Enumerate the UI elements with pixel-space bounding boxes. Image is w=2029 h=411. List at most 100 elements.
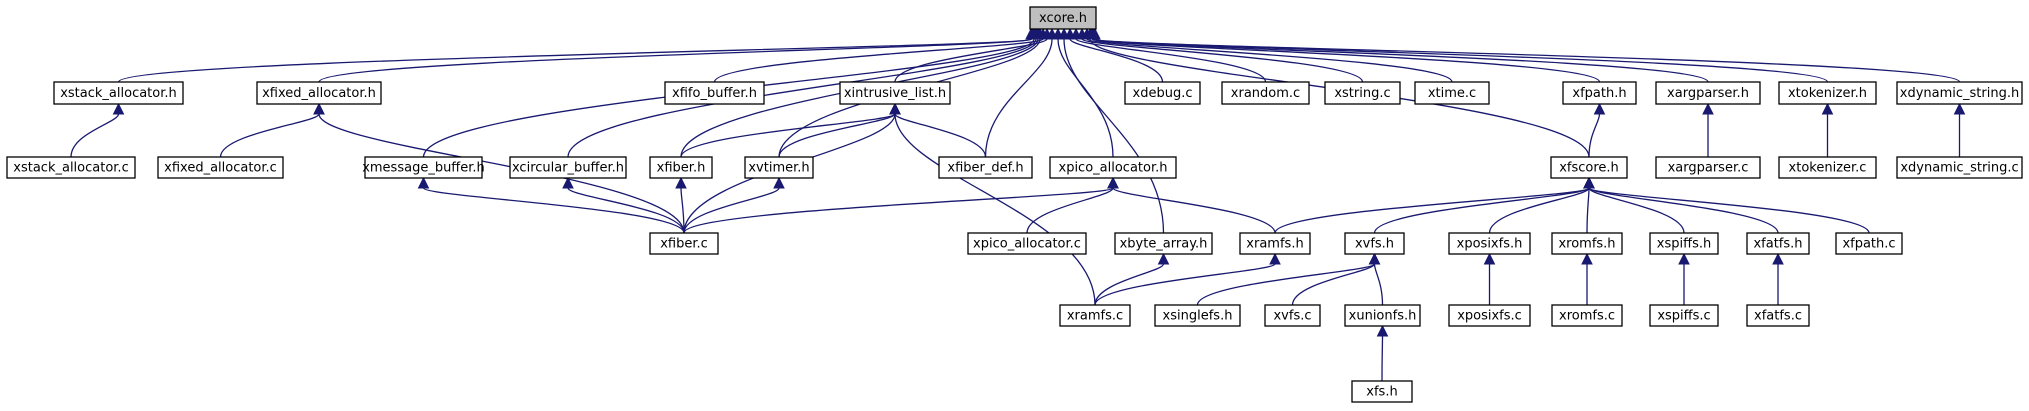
node-xstack-allocator-c[interactable]: xstack_allocator.c: [6, 156, 136, 179]
edge-xfiber-c-to-xmessage-buffer-h-arrowhead: [417, 176, 430, 189]
node-box: [1551, 304, 1623, 327]
node-xtokenizer-c[interactable]: xtokenizer.c: [1778, 156, 1877, 179]
node-xsinglefs-h[interactable]: xsinglefs.h: [1154, 304, 1241, 327]
node-xcircular-buffer-h[interactable]: xcircular_buffer.h: [509, 156, 627, 179]
edge-xdynamic-string-c-to-xdynamic-string-h-arrowhead: [1953, 102, 1966, 115]
node-label: xcircular_buffer.h: [512, 161, 624, 176]
node-xspiffs-h[interactable]: xspiffs.h: [1649, 232, 1719, 255]
node-label: xfpath.c: [1842, 237, 1895, 252]
node-label: xfiber.h: [657, 161, 706, 176]
node-xstring-c[interactable]: xstring.c: [1324, 81, 1401, 105]
node-box: [1896, 156, 2023, 179]
edge-xrandom-c-to-xcore-h: [1075, 38, 1267, 83]
node-label: xvfs.h: [1355, 237, 1394, 252]
node-xargparser-c[interactable]: xargparser.c: [1655, 156, 1761, 179]
node-xvtimer-h[interactable]: xvtimer.h: [744, 156, 814, 179]
node-box: [1778, 156, 1877, 179]
node-box: [1059, 304, 1131, 327]
node-xposixfs-c[interactable]: xposixfs.c: [1448, 304, 1531, 327]
node-xfatfs-h[interactable]: xfatfs.h: [1746, 232, 1810, 255]
node-xposixfs-h[interactable]: xposixfs.h: [1448, 232, 1531, 255]
edge-xromfs-c-to-xromfs-h-arrowhead: [1581, 252, 1593, 265]
edge-xfifo-buffer-h-to-xcore-h: [713, 38, 1044, 83]
node-xfpath-h[interactable]: xfpath.h: [1562, 81, 1637, 105]
edge-xfiber-c-to-xpico-allocator-h: [683, 187, 1114, 234]
node-xvfs-c[interactable]: xvfs.c: [1264, 304, 1321, 327]
edge-xspiffs-h-to-xfscore-h: [1588, 187, 1685, 234]
node-xdynamic-string-c[interactable]: xdynamic_string.c: [1896, 156, 2023, 179]
node-xdebug-c[interactable]: xdebug.c: [1124, 81, 1201, 105]
edges-layer: [70, 27, 1966, 382]
edge-xramfs-c-to-xramfs-h-arrowhead: [1269, 252, 1281, 265]
node-xintrusive-list-h[interactable]: xintrusive_list.h: [839, 81, 951, 105]
node-xpico-allocator-c[interactable]: xpico_allocator.c: [967, 232, 1087, 255]
node-xfiber-c[interactable]: xfiber.c: [649, 232, 719, 255]
node-xrandom-c[interactable]: xrandom.c: [1221, 81, 1310, 105]
edge-xvtimer-h-to-xcore-h-arrowhead: [1034, 27, 1046, 40]
node-box: [364, 156, 483, 179]
node-xfifo-buffer-h[interactable]: xfifo_buffer.h: [664, 81, 765, 105]
node-label: xintrusive_list.h: [844, 86, 946, 101]
node-xmessage-buffer-h[interactable]: xmessage_buffer.h: [362, 156, 485, 179]
edge-xbyte-array-h-to-xcore-h-arrowhead: [1058, 27, 1070, 40]
node-xfs-h[interactable]: xfs.h: [1351, 380, 1413, 403]
node-xspiffs-c[interactable]: xspiffs.c: [1649, 304, 1719, 327]
edge-xstring-c-to-xcore-h: [1081, 38, 1364, 83]
node-xromfs-c[interactable]: xromfs.c: [1551, 304, 1623, 327]
node-label: xfpath.h: [1572, 86, 1626, 101]
node-xunionfs-h[interactable]: xunionfs.h: [1344, 304, 1421, 327]
node-xtokenizer-h[interactable]: xtokenizer.h: [1778, 81, 1877, 105]
node-xcore-h[interactable]: xcore.h: [1029, 6, 1097, 30]
node-box: [6, 156, 136, 179]
node-xramfs-c[interactable]: xramfs.c: [1059, 304, 1131, 327]
node-label: xcore.h: [1039, 11, 1087, 26]
node-label: xstring.c: [1334, 86, 1390, 101]
node-xfixed-allocator-h[interactable]: xfixed_allocator.h: [256, 81, 382, 105]
node-label: xfifo_buffer.h: [672, 86, 757, 101]
edge-xfiber-c-to-xvtimer-h: [683, 187, 780, 234]
node-xfpath-c[interactable]: xfpath.c: [1835, 232, 1903, 255]
node-box: [1414, 81, 1490, 105]
node-xvfs-h[interactable]: xvfs.h: [1344, 232, 1405, 255]
node-xfatfs-c[interactable]: xfatfs.c: [1746, 304, 1810, 327]
node-label: xtime.c: [1428, 86, 1476, 101]
node-label: xunionfs.h: [1349, 309, 1417, 324]
edge-xunionfs-h-to-xvfs-h-arrowhead: [1368, 252, 1381, 265]
node-xfiber-def-h[interactable]: xfiber_def.h: [938, 156, 1033, 179]
edge-xdebug-c-to-xcore-h: [1069, 38, 1164, 83]
node-box: [1746, 304, 1810, 327]
node-xbyte-array-h[interactable]: xbyte_array.h: [1114, 232, 1213, 255]
node-xfiber-h[interactable]: xfiber.h: [649, 156, 713, 179]
node-xtime-c[interactable]: xtime.c: [1414, 81, 1490, 105]
edge-xstack-allocator-c-to-xstack-allocator-h-arrowhead: [112, 102, 125, 115]
node-xfscore-h[interactable]: xfscore.h: [1550, 156, 1628, 179]
node-box: [1649, 304, 1719, 327]
node-xromfs-h[interactable]: xromfs.h: [1551, 232, 1623, 255]
edge-xtime-c-to-xcore-h: [1086, 38, 1453, 83]
node-label: xmessage_buffer.h: [362, 161, 485, 176]
edge-xfixed-allocator-c-to-xfixed-allocator-h: [219, 113, 320, 158]
node-xstack-allocator-h[interactable]: xstack_allocator.h: [53, 81, 184, 105]
nodes-layer: xcore.h xstack_allocator.h xfixed_allocato…: [6, 6, 2023, 403]
edge-xbyte-array-h-to-xcore-h: [1063, 38, 1165, 234]
node-box: [1649, 232, 1719, 255]
node-xpico-allocator-h[interactable]: xpico_allocator.h: [1049, 156, 1177, 179]
node-box: [256, 81, 382, 105]
node-box: [649, 232, 719, 255]
node-box: [1778, 81, 1877, 105]
node-box: [1239, 232, 1311, 255]
edge-xfscore-h-to-xcore-h-arrowhead: [1084, 27, 1096, 40]
node-label: xvfs.c: [1273, 309, 1311, 324]
node-xdynamic-string-h[interactable]: xdynamic_string.h: [1896, 81, 2023, 105]
edge-xfs-h-to-xunionfs-h: [1381, 335, 1384, 382]
node-xargparser-h[interactable]: xargparser.h: [1655, 81, 1761, 105]
edge-xspiffs-c-to-xspiffs-h-arrowhead: [1678, 252, 1690, 265]
node-xfixed-allocator-c[interactable]: xfixed_allocator.c: [157, 156, 284, 179]
node-xramfs-h[interactable]: xramfs.h: [1239, 232, 1311, 255]
node-box: [938, 156, 1033, 179]
node-label: xdynamic_string.c: [1900, 161, 2018, 176]
edge-xtokenizer-c-to-xtokenizer-h-arrowhead: [1821, 102, 1834, 115]
node-box: [53, 81, 184, 105]
edge-xfiber-def-h-to-xintrusive-list-h-arrowhead: [889, 102, 901, 115]
edge-xsinglefs-h-to-xvfs-h: [1196, 263, 1376, 306]
